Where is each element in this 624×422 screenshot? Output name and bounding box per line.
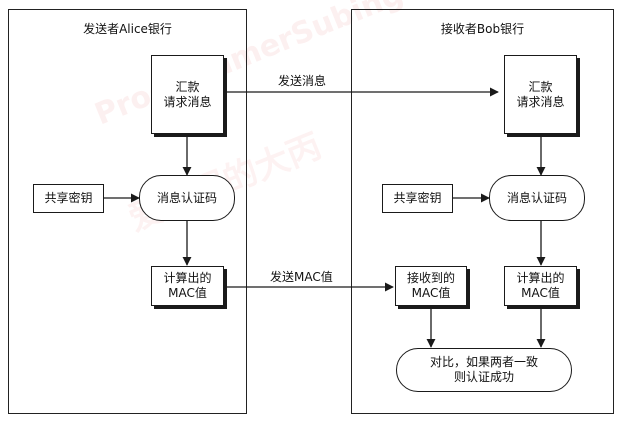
receiver-received-mac-box: 接收到的 MAC值 — [395, 266, 467, 306]
sender-computed-mac-box: 计算出的 MAC值 — [151, 266, 224, 306]
receiver-compare-node: 对比，如果两者一致 则认证成功 — [396, 348, 572, 392]
sender-bank-panel: 发送者Alice银行 — [8, 9, 247, 414]
sender-computed-mac-line1: 计算出的 — [163, 271, 212, 285]
receiver-mac-algorithm-node: 消息认证码 — [489, 175, 585, 221]
sender-shared-key-label: 共享密钥 — [44, 191, 93, 205]
sender-request-line2: 请求消息 — [163, 94, 212, 109]
receiver-bank-title: 接收者Bob银行 — [440, 22, 525, 36]
receiver-computed-mac-line1: 计算出的 — [516, 271, 565, 285]
receiver-received-mac-line1: 接收到的 — [406, 271, 455, 285]
sender-request-message-box: 汇款 请求消息 — [151, 55, 224, 134]
label-send-message: 发送消息 — [278, 74, 327, 88]
receiver-shared-key-label: 共享密钥 — [393, 191, 442, 205]
sender-mac-algorithm-label: 消息认证码 — [156, 190, 217, 205]
receiver-shared-key-box: 共享密钥 — [382, 184, 453, 213]
receiver-request-line1: 汇款 — [528, 79, 553, 94]
receiver-compare-line1: 对比，如果两者一致 — [429, 355, 538, 369]
receiver-bank-panel: 接收者Bob银行 — [351, 9, 614, 414]
receiver-mac-algorithm-label: 消息认证码 — [506, 190, 567, 205]
receiver-received-mac-line2: MAC值 — [411, 286, 451, 300]
sender-computed-mac-line2: MAC值 — [168, 286, 207, 300]
sender-mac-algorithm-node: 消息认证码 — [139, 175, 235, 221]
receiver-compare-line2: 则认证成功 — [453, 370, 514, 384]
receiver-request-message-box: 汇款 请求消息 — [504, 55, 577, 134]
receiver-computed-mac-line2: MAC值 — [521, 286, 560, 300]
receiver-request-line2: 请求消息 — [516, 94, 565, 109]
sender-shared-key-box: 共享密钥 — [33, 184, 104, 213]
label-send-mac: 发送MAC值 — [270, 270, 333, 284]
receiver-computed-mac-box: 计算出的 MAC值 — [504, 266, 577, 306]
sender-bank-title: 发送者Alice银行 — [83, 22, 172, 36]
sender-request-line1: 汇款 — [175, 79, 200, 94]
